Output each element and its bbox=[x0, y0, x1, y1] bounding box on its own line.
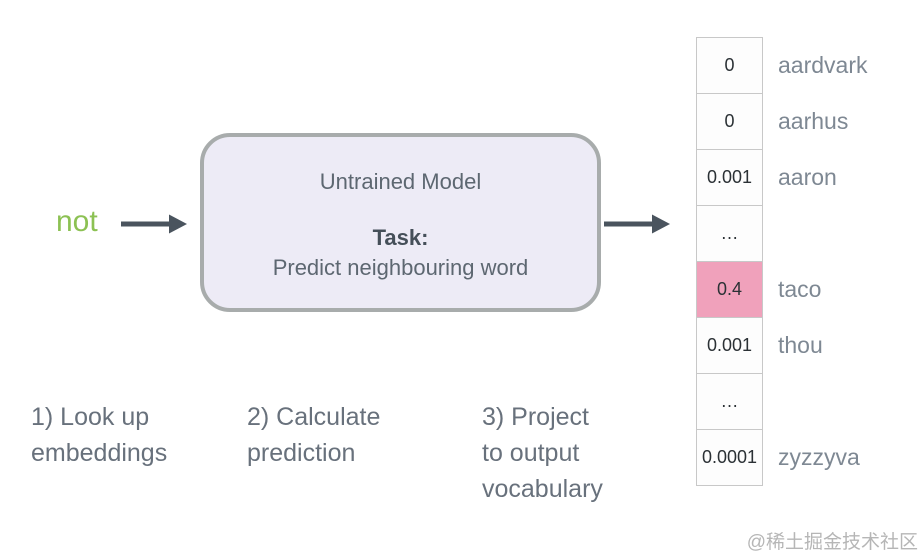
probability-cell: 0.0001 bbox=[696, 429, 763, 486]
probability-cell: 0.001 bbox=[696, 149, 763, 206]
vocab-row: … bbox=[696, 373, 867, 430]
probability-cell: 0.4 bbox=[696, 261, 763, 318]
word-label: aarhus bbox=[778, 108, 849, 134]
vocab-row: 0 aardvark bbox=[696, 37, 867, 94]
probability-cell: 0.001 bbox=[696, 317, 763, 374]
word-label: aaron bbox=[778, 164, 837, 190]
probability-cell: 0 bbox=[696, 37, 763, 94]
input-arrow bbox=[121, 214, 187, 234]
vocab-row: … bbox=[696, 205, 867, 262]
vocab-row: 0.4 taco bbox=[696, 261, 867, 318]
output-arrow bbox=[604, 214, 670, 234]
word-label: zyzzyva bbox=[778, 444, 860, 470]
task-label: Task: bbox=[372, 225, 429, 250]
word-label: taco bbox=[778, 276, 822, 302]
watermark: @稀土掘金技术社区 bbox=[746, 532, 918, 553]
task-description: Predict neighbouring word bbox=[272, 255, 529, 280]
vocab-row: 0.0001 zyzzyva bbox=[696, 429, 867, 486]
step-2-label: 2) Calculate prediction bbox=[247, 403, 381, 467]
model-title: Untrained Model bbox=[319, 169, 482, 194]
word-label: aardvark bbox=[778, 52, 868, 78]
input-word: not bbox=[56, 205, 98, 238]
vocab-row: 0.001 thou bbox=[696, 317, 867, 374]
vocab-row: 0.001 aaron bbox=[696, 149, 867, 206]
vocab-row: 0 aarhus bbox=[696, 93, 867, 150]
step-1-label: 1) Look up embeddings bbox=[31, 403, 168, 467]
vocab-table: 0 aardvark 0 aarhus 0.001 aaron … 0.4 ta… bbox=[696, 37, 867, 486]
step-3-label: 3) Project to output vocabulary bbox=[482, 403, 603, 503]
probability-cell: … bbox=[696, 373, 763, 430]
probability-cell: 0 bbox=[696, 93, 763, 150]
model-box: Untrained Model Task: Predict neighbouri… bbox=[200, 133, 601, 312]
word-label: thou bbox=[778, 332, 823, 358]
probability-cell: … bbox=[696, 205, 763, 262]
